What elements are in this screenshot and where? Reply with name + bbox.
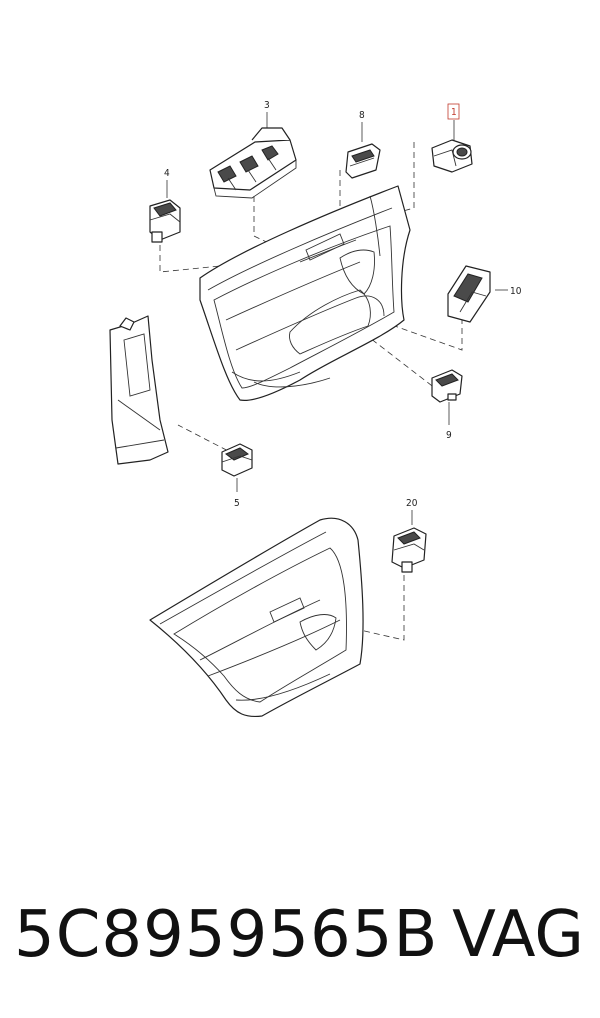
callout-1-highlight-box bbox=[447, 103, 460, 120]
callout-4: 4 bbox=[164, 168, 170, 179]
callout-1: 1 bbox=[451, 107, 457, 118]
callout-9: 9 bbox=[446, 430, 452, 441]
footer: 5C8959565B VAG bbox=[0, 890, 600, 980]
part-4-switch bbox=[149, 199, 181, 243]
exploded-parts-diagram: 1 3 4 5 8 9 10 20 bbox=[109, 100, 522, 718]
rear-door-panel bbox=[149, 517, 364, 718]
callout-3: 3 bbox=[264, 100, 270, 111]
part-20-switch bbox=[391, 527, 427, 573]
b-pillar-trim bbox=[109, 315, 169, 465]
callout-10: 10 bbox=[510, 286, 522, 297]
callout-8: 8 bbox=[359, 110, 365, 121]
part-3-master-window-switch bbox=[209, 127, 297, 199]
part-1-mirror-switch bbox=[431, 139, 473, 173]
callout-5: 5 bbox=[234, 498, 240, 509]
part-5-switch bbox=[221, 443, 253, 477]
front-door-panel bbox=[199, 185, 411, 401]
brand-label: VAG bbox=[452, 898, 584, 972]
callout-20: 20 bbox=[406, 498, 418, 509]
part-10-bezel bbox=[447, 265, 491, 323]
part-8-switch bbox=[345, 143, 381, 179]
part-number: 5C8959565B bbox=[14, 898, 439, 972]
callout-labels: 1 3 4 5 8 9 10 20 bbox=[164, 100, 522, 509]
part-9-switch bbox=[431, 369, 463, 403]
